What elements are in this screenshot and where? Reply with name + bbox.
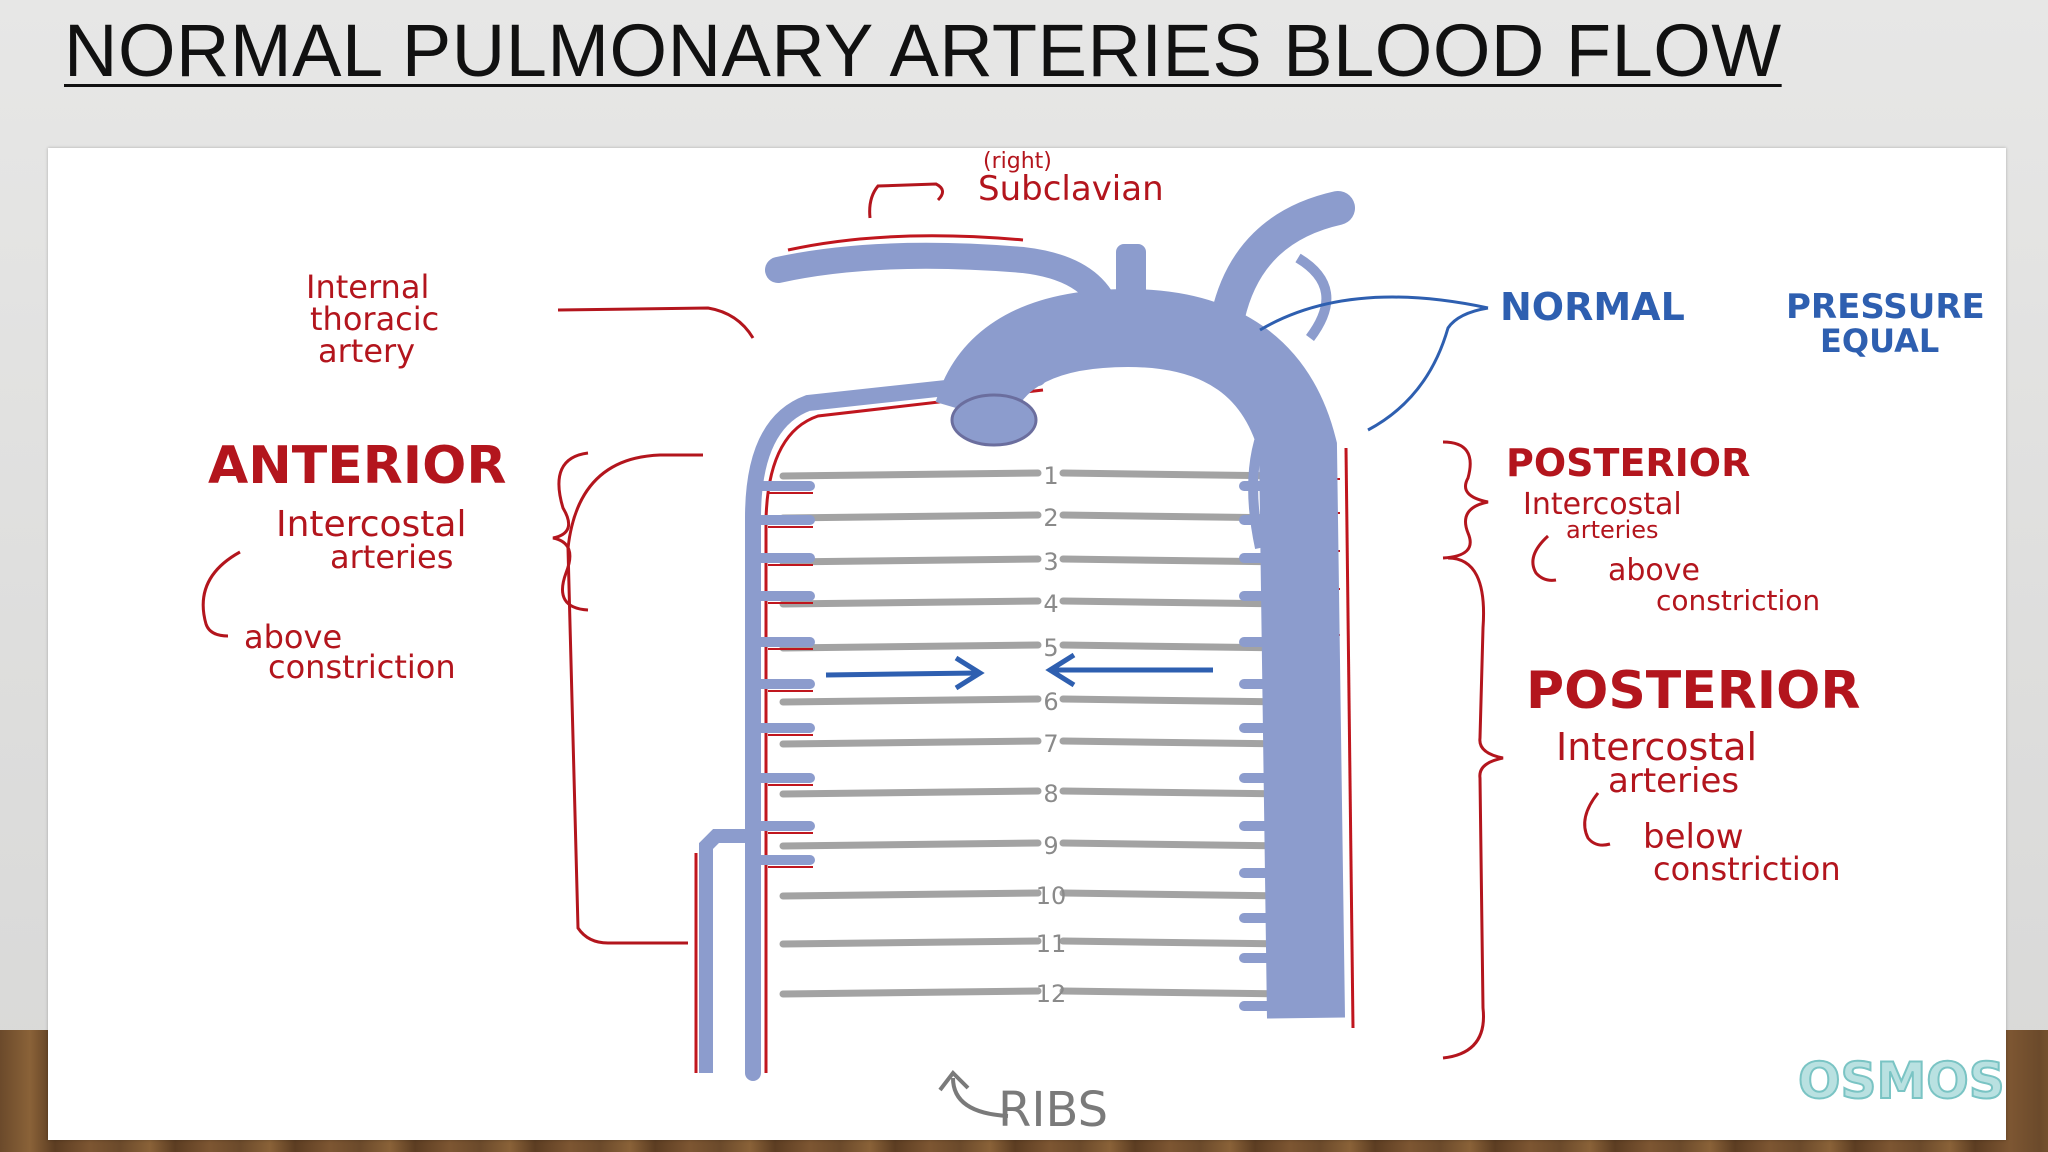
rib-left-5 [779,641,1042,652]
left-subclavian-branch [1211,191,1355,333]
posterior-lower-brace [1442,556,1504,1060]
rib-left-12 [779,987,1042,998]
arrow-left-head [1045,652,1076,688]
descending-inner-branch [1248,415,1273,550]
rib-right-5 [1059,641,1292,652]
internal-thoracic-main-outline [764,388,1044,1073]
posterior-upper-sub-line-2: arteries [1566,516,1659,544]
subclavian-loop [1295,253,1332,342]
aorta [765,191,1355,1029]
posterior-upper-heading: POSTERIOR [1506,441,1750,485]
rib-right-12 [1059,987,1292,998]
posterior-upper-note-line-2: constriction [1656,584,1820,617]
subclavian-artery [765,242,1121,326]
subclavian-label: Subclavian [978,169,1164,209]
rib-number-1: 1 [1043,462,1058,490]
rib-left-8 [779,787,1042,798]
pressure-equal-line-1: PRESSURE [1786,287,1985,327]
posterior-lower-note-line-2: constriction [1653,850,1841,888]
ribs-group [779,469,1292,998]
rib-right-9 [1059,839,1292,850]
rib-left-7 [779,737,1042,748]
internal-thoracic-main [745,370,1046,1081]
posterior-upper-sub-line-1: Intercostal [1523,487,1682,522]
internal-thoracic-line-2: thoracic [310,300,439,338]
internal-thoracic-line-3: artery [318,332,415,370]
normal-label: NORMAL [1500,285,1685,329]
rib-right-8 [1059,787,1292,798]
internal-thoracic-pointer [557,306,755,339]
rib-right-11 [1059,937,1292,948]
rib-right-10 [1059,889,1292,900]
rib-left-6 [779,695,1042,706]
rib-left-1 [779,469,1042,480]
anterior-note-line-1: above [244,618,342,656]
posterior-lower-sub-line-2: arteries [1608,761,1739,801]
rib-left-9 [779,839,1042,850]
rib-number-5: 5 [1043,634,1058,662]
rib-left-3 [779,555,1042,566]
aorta-red-outline [1344,447,1355,1029]
slide-title: NORMAL PULMONARY ARTERIES BLOOD FLOW [64,9,1782,92]
rib-number-6: 6 [1043,688,1058,716]
rib-left-2 [779,511,1042,522]
ribs-arrow [951,1077,1009,1118]
rib-left-10 [779,889,1042,900]
annotation-brackets [201,182,1611,1060]
rib-right-6 [1059,695,1292,706]
posterior-lower-note-curve [1583,792,1611,847]
ascending-aorta-opening [950,393,1038,447]
internal-thoracic-line-1: Internal [306,268,429,306]
rib-right-7 [1059,737,1292,748]
ribs-label: RIBS [998,1082,1108,1138]
rib-number-10: 10 [1036,882,1067,910]
subclavian-red-outline [787,234,1024,252]
rib-number-12: 12 [1036,980,1067,1008]
subclavian-pointer [868,182,944,219]
anterior-bracket [566,453,703,945]
normal-pointer-lines [1259,295,1489,432]
normal-pointer-upper [1259,295,1489,332]
anterior-brace [552,451,589,612]
rib-right-4 [1059,597,1292,608]
anterior-note-curve [201,550,241,638]
normal-pointer-lower [1367,306,1489,432]
rib-number-9: 9 [1043,832,1058,860]
ribs-arrow-head [938,1069,970,1092]
arrow-right [825,670,979,678]
subclavian-qualifier: (right) [983,149,1052,174]
anterior-sub-line-1: Intercostal [276,504,466,545]
posterior-upper-note-curve [1531,534,1557,582]
rib-left-4 [779,597,1042,608]
posterior-lower-sub-line-1: Intercostal [1556,725,1757,769]
anterior-intercostal-branches [748,481,815,868]
aortic-arch [935,288,1345,1019]
anterior-heading: ANTERIOR [208,436,506,496]
posterior-lower-note-line-1: below [1643,817,1744,857]
rib-left-11 [779,937,1042,948]
rib-number-8: 8 [1043,780,1058,808]
rib-number-7: 7 [1043,730,1058,758]
pressure-arrows [825,652,1213,691]
rib-number-3: 3 [1043,548,1058,576]
posterior-upper-note-line-1: above [1608,553,1700,588]
pressure-equal-line-2: EQUAL [1820,322,1939,360]
arrow-right-head [954,655,985,691]
osmosis-watermark: OSMOS [1798,1052,2005,1110]
brachiocephalic-branch [1116,244,1146,314]
rib-number-11: 11 [1036,930,1067,958]
anterior-note-line-2: constriction [268,648,456,686]
rib-number-4: 4 [1043,590,1058,618]
internal-thoracic-branch [699,829,753,1073]
posterior-lower-heading: POSTERIOR [1526,661,1860,721]
posterior-upper-brace [1442,440,1489,560]
internal-thoracic-vessels [694,370,1046,1081]
anterior-sub-line-2: arteries [330,538,453,576]
rib-number-2: 2 [1043,504,1058,532]
